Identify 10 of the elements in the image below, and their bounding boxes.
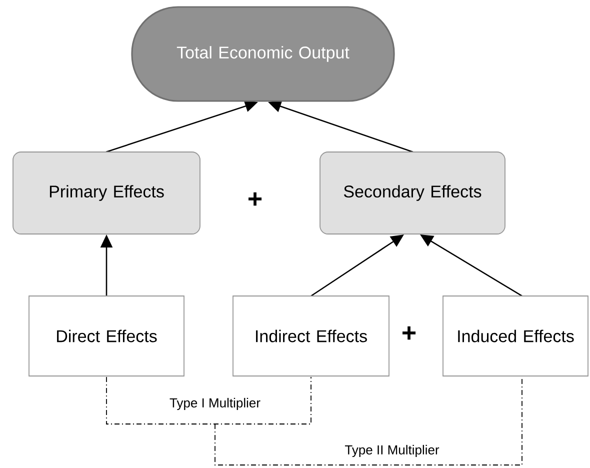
effect-box: Indirect Effects (232, 296, 390, 376)
bracket-label: Type II Multiplier (344, 444, 440, 458)
effect-box: Induced Effects (442, 296, 588, 376)
effect-box: Direct Effects (28, 296, 184, 376)
plus-sign: + (402, 326, 416, 340)
effect-box: Secondary Effects (320, 152, 506, 234)
plus-sign: + (248, 192, 262, 206)
bracket-label: Type I Multiplier (170, 398, 260, 410)
output-terminal: Total Economic Output (131, 6, 395, 102)
effect-box: Primary Effects (12, 152, 200, 234)
